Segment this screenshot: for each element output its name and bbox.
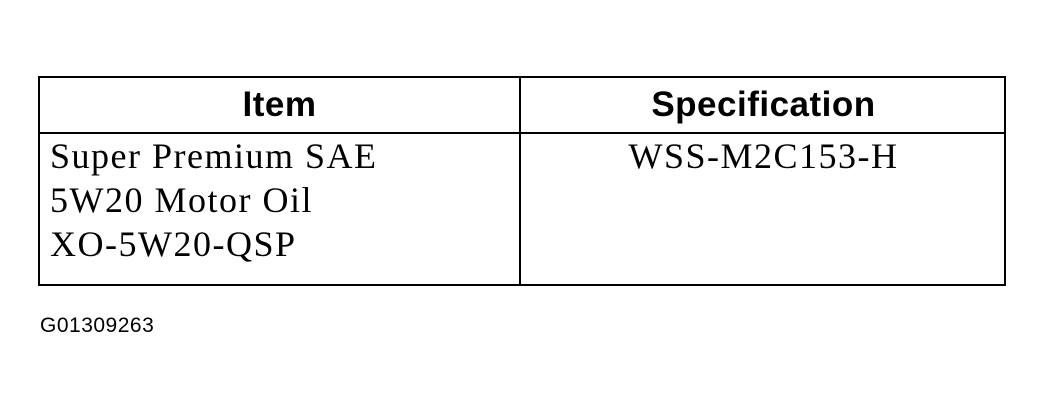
specification-table: Item Specification Super Premium SAE 5W2… — [38, 76, 1006, 286]
header-specification: Specification — [651, 85, 876, 124]
table-row-item-cell: Super Premium SAE 5W20 Motor Oil XO-5W20… — [50, 134, 512, 266]
header-item: Item — [242, 85, 317, 124]
column-divider — [519, 78, 521, 284]
item-line: Super Premium SAE — [50, 136, 378, 176]
table-row-specification-cell: WSS-M2C153-H — [628, 136, 899, 176]
figure-id: G01309263 — [40, 314, 155, 337]
item-line: 5W20 Motor Oil — [50, 180, 313, 220]
item-line: XO-5W20-QSP — [50, 224, 297, 264]
table-header-row: Item Specification — [40, 78, 1004, 134]
